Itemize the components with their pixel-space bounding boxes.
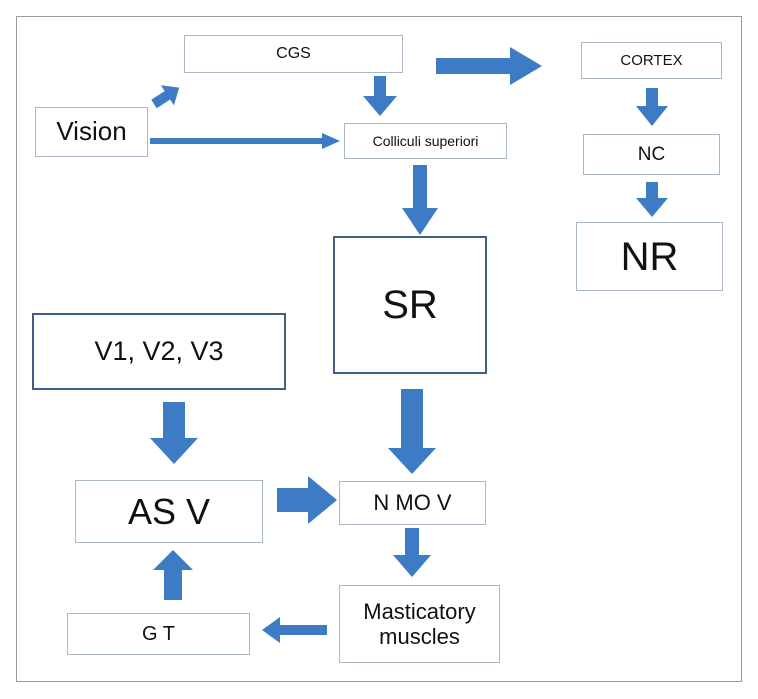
arrow-nmov-to-masticatory [393, 528, 431, 577]
node-cgs: CGS [184, 35, 403, 73]
arrow-nc-to-nr [636, 182, 668, 217]
arrow-cortex-to-nc [636, 88, 668, 126]
arrow-colliculi-to-sr [402, 165, 438, 235]
node-sr: SR [333, 236, 487, 374]
arrow-gt-to-asv [153, 550, 193, 600]
arrow-masticatory-to-gt [262, 617, 327, 643]
arrow-vision-to-colliculi [150, 133, 340, 149]
node-v1-v2-v3: V1, V2, V3 [32, 313, 286, 390]
arrow-asv-to-nmov [277, 476, 337, 524]
node-cortex: CORTEX [581, 42, 722, 79]
node-nc: NC [583, 134, 720, 175]
node-colliculi-superiori: Colliculi superiori [344, 123, 507, 159]
arrow-v123-to-asv [150, 402, 198, 464]
node-g-t: G T [67, 613, 250, 655]
masticatory-label-line1: Masticatory [363, 598, 476, 624]
node-masticatory-muscles: Masticatory muscles [339, 585, 500, 663]
arrow-cgs-to-colliculi [363, 76, 397, 116]
node-nr: NR [576, 222, 723, 291]
node-as-v: AS V [75, 480, 263, 543]
arrow-sr-to-nmov [388, 389, 436, 474]
node-n-mo-v: N MO V [339, 481, 486, 525]
diagram-frame [16, 16, 742, 682]
arrow-cgs-to-cortex [436, 47, 542, 85]
arrow-vision-to-cgs [151, 85, 180, 109]
masticatory-label-line2: muscles [379, 624, 460, 649]
node-vision: Vision [35, 107, 148, 157]
